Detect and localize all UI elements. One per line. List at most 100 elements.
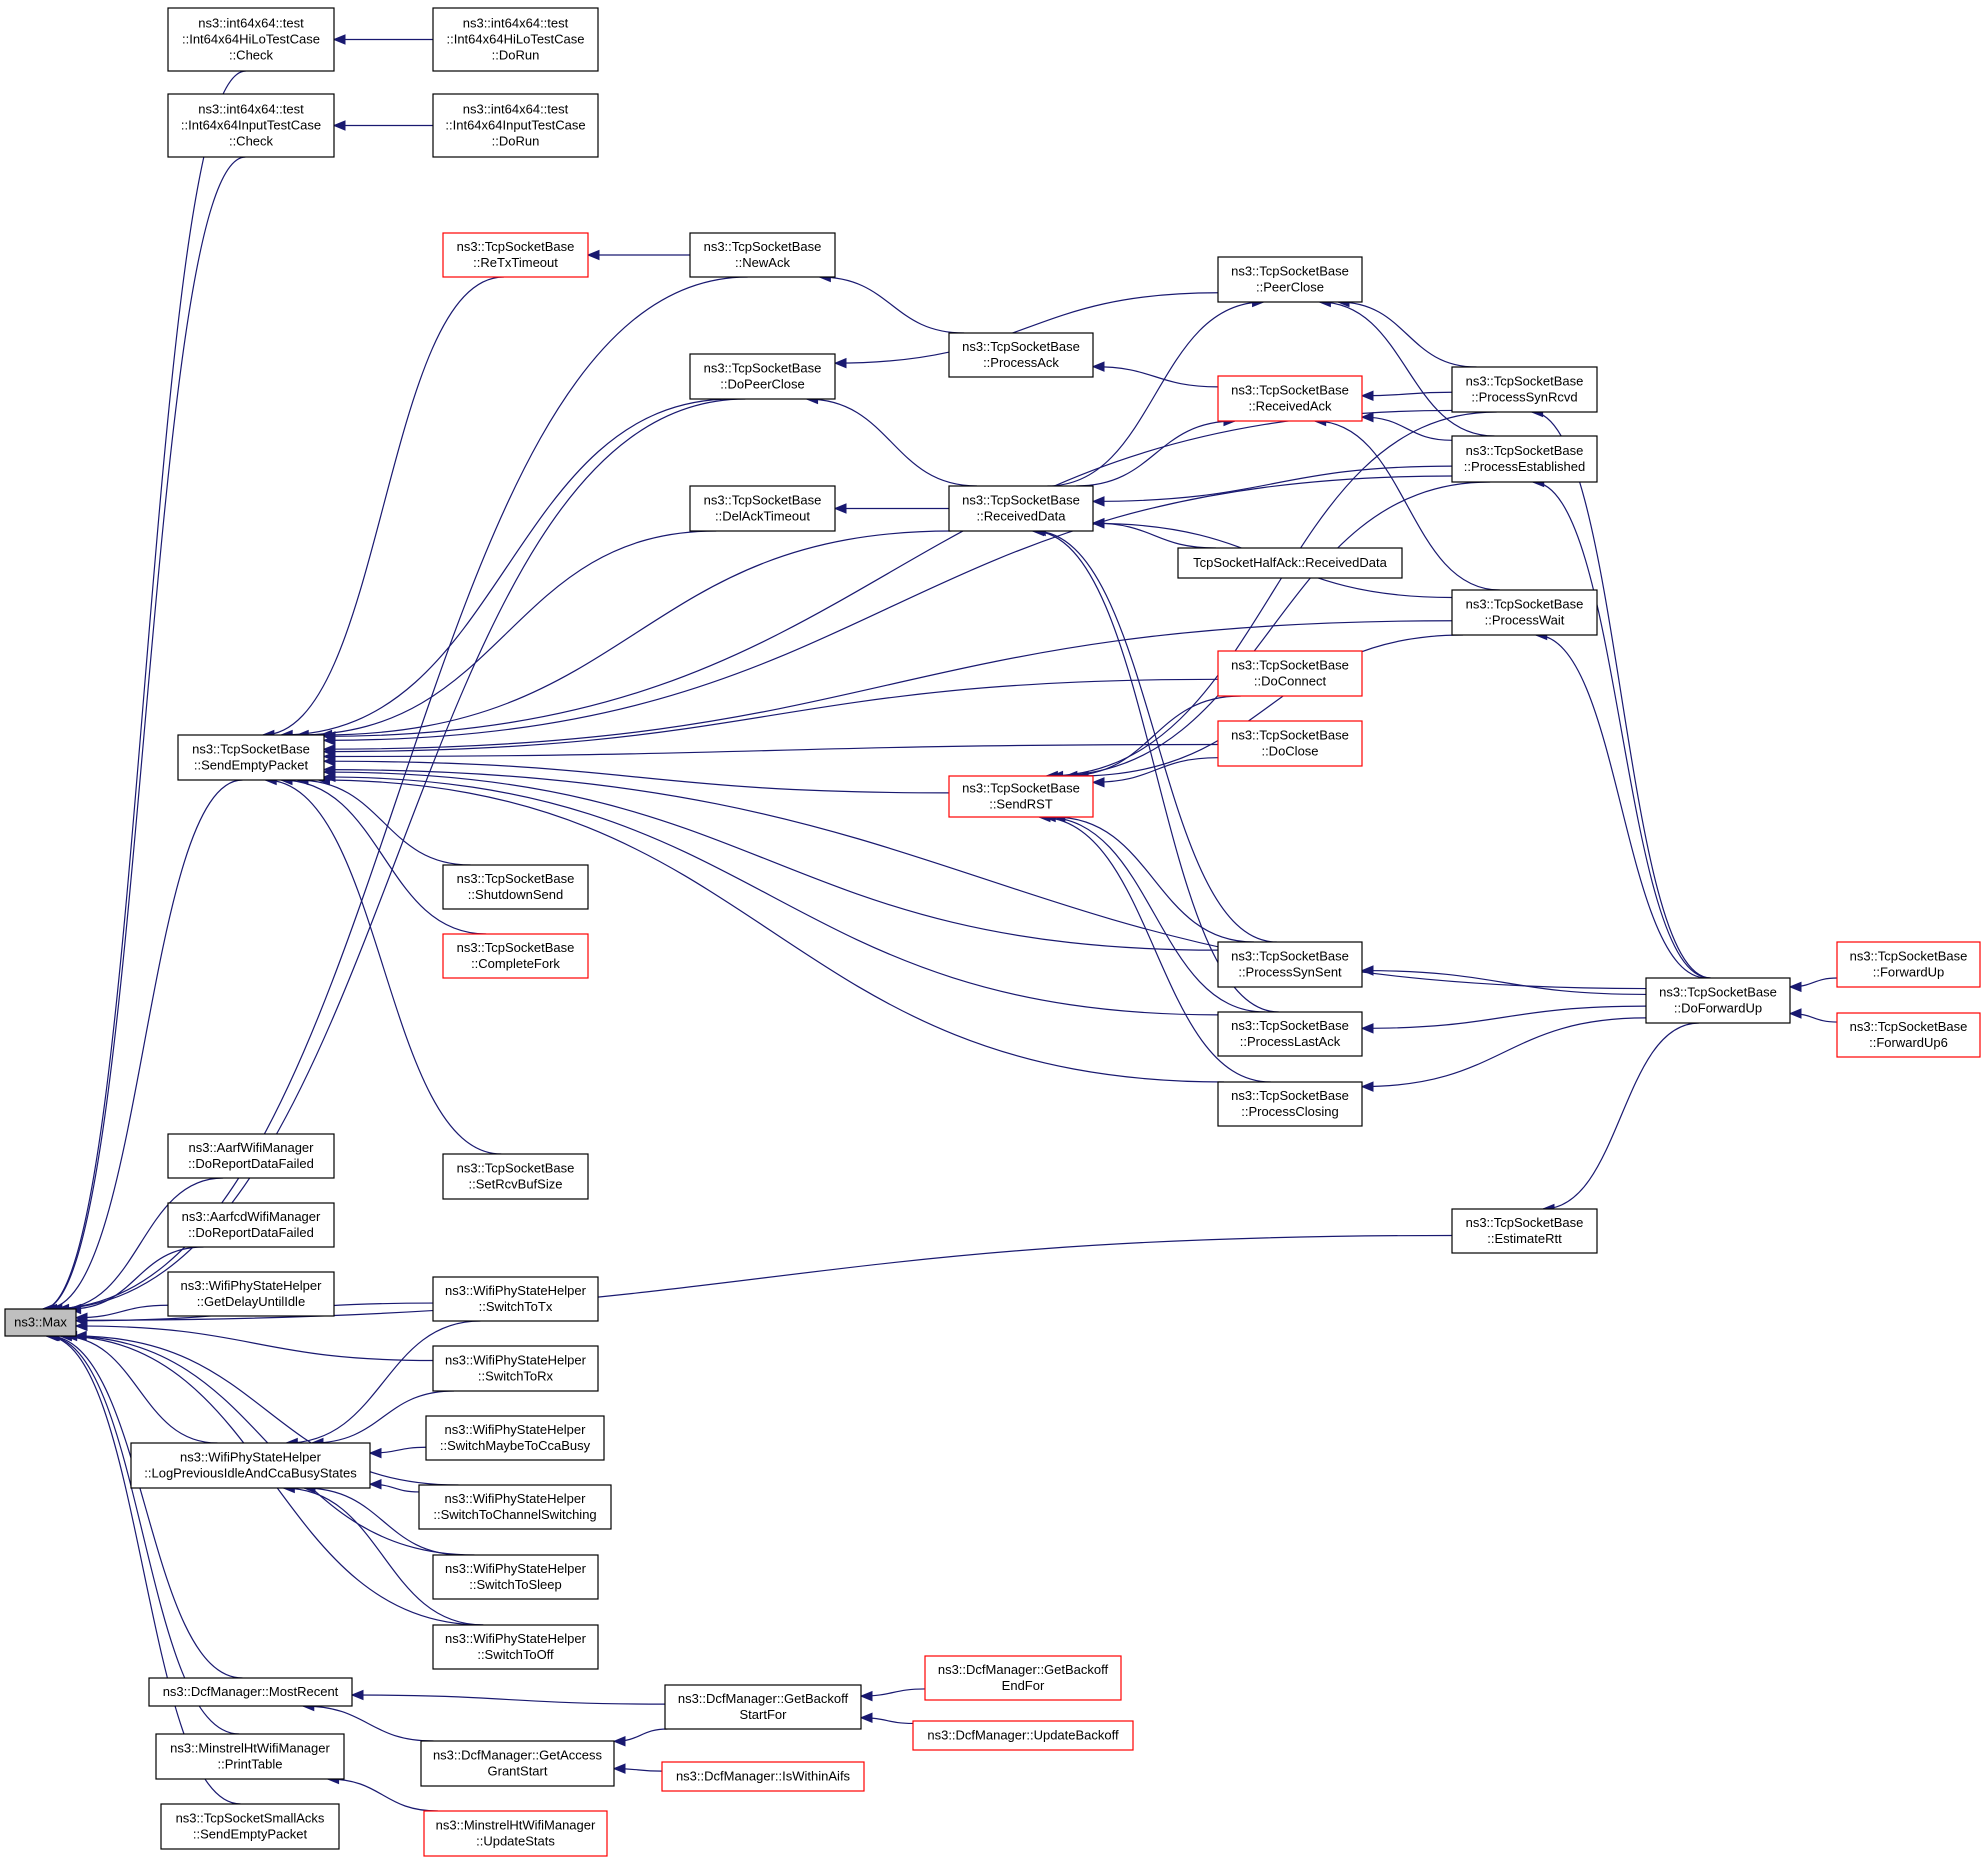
node-switchtosleep[interactable]: ns3::WifiPhyStateHelper::SwitchToSleep <box>432 1554 599 1600</box>
node-newack[interactable]: ns3::TcpSocketBase::NewAck <box>689 232 836 278</box>
call-edges <box>41 34 1838 1812</box>
node-processsynrcvd[interactable]: ns3::TcpSocketBase::ProcessSynRcvd <box>1451 366 1598 413</box>
node-box <box>1217 1011 1363 1057</box>
node-delacktimeout[interactable]: ns3::TcpSocketBase::DelAckTimeout <box>689 485 836 532</box>
node-box <box>1217 1081 1363 1127</box>
edge-line <box>323 743 1219 758</box>
node-label: ns3::DcfManager::IsWithinAifs <box>676 1769 851 1784</box>
node-box <box>420 1740 615 1787</box>
edge-forwardup-to-doforwardup <box>1788 977 1838 993</box>
edge-line <box>1535 634 1707 979</box>
node-receiveddata[interactable]: ns3::TcpSocketBase::ReceivedData <box>948 485 1094 532</box>
node-label: ::GetDelayUntilIdle <box>197 1294 305 1309</box>
node-doclose[interactable]: ns3::TcpSocketBase::DoClose <box>1217 720 1363 767</box>
node-forwardup[interactable]: ns3::TcpSocketBase::ForwardUp <box>1836 941 1981 988</box>
node-label: ::ReceivedAck <box>1248 399 1332 414</box>
edge-line <box>280 779 487 935</box>
node-hilo_dorun[interactable]: ns3::int64x64::test::Int64x64HiLoTestCas… <box>432 7 599 72</box>
edge-arrowhead <box>833 503 847 514</box>
node-forwardup6[interactable]: ns3::TcpSocketBase::ForwardUp6 <box>1836 1012 1981 1058</box>
node-sendemptypacket[interactable]: ns3::TcpSocketBase::SendEmptyPacket <box>177 734 325 781</box>
edge-doconnect-to-sendrst <box>1064 695 1241 782</box>
node-label: ::Check <box>229 48 274 63</box>
node-box <box>1451 366 1598 413</box>
edge-dopeerclose-to-sendemptypacket <box>279 398 733 741</box>
node-box <box>155 1733 345 1780</box>
node-iswithinaifs[interactable]: ns3::DcfManager::IsWithinAifs <box>661 1761 865 1792</box>
node-completefork[interactable]: ns3::TcpSocketBase::CompleteFork <box>442 933 589 979</box>
node-label: ::ProcessLastAck <box>1240 1034 1341 1049</box>
node-label: ::UpdateStats <box>476 1834 555 1849</box>
edge-line <box>69 1246 204 1310</box>
node-switchmaybe[interactable]: ns3::WifiPhyStateHelper::SwitchMaybeToCc… <box>425 1415 605 1461</box>
node-halfack[interactable]: TcpSocketHalfAck::ReceivedData <box>1177 547 1403 579</box>
edge-hilo_check-to-max <box>41 70 246 1315</box>
node-updatebackoff[interactable]: ns3::DcfManager::UpdateBackoff <box>912 1720 1134 1751</box>
node-switchtooff[interactable]: ns3::WifiPhyStateHelper::SwitchToOff <box>432 1624 599 1670</box>
edge-line <box>1361 1005 1647 1029</box>
node-input_dorun[interactable]: ns3::int64x64::test::Int64x64InputTestCa… <box>432 93 599 158</box>
node-aarf[interactable]: ns3::AarfWifiManager::DoReportDataFailed <box>167 1133 335 1179</box>
node-updatestats[interactable]: ns3::MinstrelHtWifiManager::UpdateStats <box>423 1810 608 1857</box>
edge-line <box>47 1335 240 1735</box>
edge-receiveddata-to-delacktimeout <box>833 503 950 514</box>
edge-arrowhead <box>332 34 346 45</box>
node-label: ::PeerClose <box>1256 280 1324 295</box>
node-label: ns3::DcfManager::GetAccess <box>433 1748 603 1763</box>
node-retx[interactable]: ns3::TcpSocketBase::ReTxTimeout <box>442 232 589 278</box>
edge-arrowhead <box>322 755 336 767</box>
edge-receiveddata-to-sendemptypacket <box>319 530 952 741</box>
node-mostrecent[interactable]: ns3::DcfManager::MostRecent <box>148 1677 353 1707</box>
node-processwait[interactable]: ns3::TcpSocketBase::ProcessWait <box>1451 589 1598 636</box>
edge-processlastack-to-receiveddata <box>1031 525 1279 1013</box>
node-smallacks[interactable]: ns3::TcpSocketSmallAcks::SendEmptyPacket <box>160 1803 340 1850</box>
node-label: ::DoRun <box>492 134 540 149</box>
node-max[interactable]: ns3::Max <box>4 1308 77 1337</box>
node-label: ns3::AarfcdWifiManager <box>182 1209 321 1224</box>
edge-line <box>1046 411 1497 777</box>
node-label: ns3::TcpSocketBase <box>1231 1018 1349 1033</box>
node-label: ::DoForwardUp <box>1674 1001 1762 1016</box>
node-aarfcd[interactable]: ns3::AarfcdWifiManager::DoReportDataFail… <box>167 1202 335 1248</box>
node-sendrst[interactable]: ns3::TcpSocketBase::SendRST <box>948 775 1094 818</box>
node-processack[interactable]: ns3::TcpSocketBase::ProcessAck <box>948 332 1094 378</box>
edge-line <box>323 475 1453 741</box>
node-box <box>432 1624 599 1670</box>
node-getdelay[interactable]: ns3::WifiPhyStateHelper::GetDelayUntilId… <box>167 1271 335 1317</box>
node-input_check[interactable]: ns3::int64x64::test::Int64x64InputTestCa… <box>167 93 335 158</box>
edge-line <box>262 276 504 736</box>
node-label: ns3::TcpSocketBase <box>1231 658 1349 673</box>
node-logprev[interactable]: ns3::WifiPhyStateHelper::LogPreviousIdle… <box>130 1442 371 1489</box>
edge-arrowhead <box>1091 777 1105 788</box>
node-label: ::ProcessClosing <box>1241 1104 1339 1119</box>
node-estimatertt[interactable]: ns3::TcpSocketBase::EstimateRtt <box>1451 1208 1598 1254</box>
node-doforwardup[interactable]: ns3::TcpSocketBase::DoForwardUp <box>1645 977 1791 1024</box>
node-processclosing[interactable]: ns3::TcpSocketBase::ProcessClosing <box>1217 1081 1363 1127</box>
node-shutdownsend[interactable]: ns3::TcpSocketBase::ShutdownSend <box>442 864 589 910</box>
node-setrcvbufsize[interactable]: ns3::TcpSocketBase::SetRcvBufSize <box>442 1153 589 1200</box>
node-label: ::Int64x64HiLoTestCase <box>446 32 584 47</box>
node-hilo_check[interactable]: ns3::int64x64::test::Int64x64HiLoTestCas… <box>167 7 335 72</box>
node-switchtotx[interactable]: ns3::WifiPhyStateHelper::SwitchToTx <box>432 1276 599 1322</box>
edge-newack-to-max <box>48 276 748 1315</box>
node-processestablished[interactable]: ns3::TcpSocketBase::ProcessEstablished <box>1451 435 1598 483</box>
node-dopeerclose[interactable]: ns3::TcpSocketBase::DoPeerClose <box>689 353 836 400</box>
node-label: ::SwitchToRx <box>478 1369 554 1384</box>
node-printtable[interactable]: ns3::MinstrelHtWifiManager::PrintTable <box>155 1733 345 1780</box>
node-label: ns3::TcpSocketBase <box>704 239 822 254</box>
function-nodes: ns3::Max ns3::int64x64::test::Int64x64HiL… <box>4 7 1981 1857</box>
edge-processestablished-to-receivedack <box>1360 411 1453 441</box>
node-processlastack[interactable]: ns3::TcpSocketBase::ProcessLastAck <box>1217 1011 1363 1057</box>
node-label: ns3::TcpSocketBase <box>1231 728 1349 743</box>
node-switchtochannel[interactable]: ns3::WifiPhyStateHelper::SwitchToChannel… <box>418 1484 612 1530</box>
node-receivedack[interactable]: ns3::TcpSocketBase::ReceivedAck <box>1217 375 1363 422</box>
node-label: ::SwitchToChannelSwitching <box>433 1507 596 1522</box>
node-processsynsent[interactable]: ns3::TcpSocketBase::ProcessSynSent <box>1217 941 1363 988</box>
node-peerclose[interactable]: ns3::TcpSocketBase::PeerClose <box>1217 256 1363 303</box>
node-doconnect[interactable]: ns3::TcpSocketBase::DoConnect <box>1217 650 1363 697</box>
node-switchtorx[interactable]: ns3::WifiPhyStateHelper::SwitchToRx <box>432 1345 599 1392</box>
